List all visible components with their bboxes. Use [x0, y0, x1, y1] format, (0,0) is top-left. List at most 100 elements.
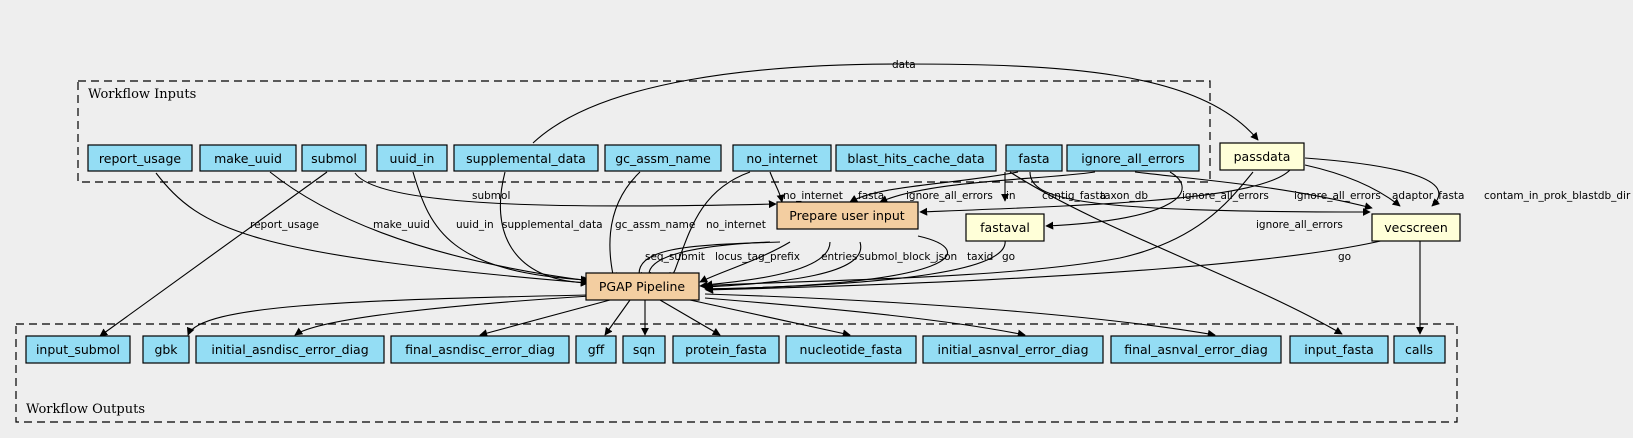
edge-label-report-usage: report_usage	[250, 219, 319, 231]
node-label: blast_hits_cache_data	[847, 151, 984, 166]
edge-label-locus-tag-prefix: locus_tag_prefix	[715, 251, 800, 263]
edge-passdata-prepare	[919, 169, 1291, 216]
node-final-asndisc-error-diag[interactable]: final_asndisc_error_diag	[390, 335, 570, 364]
edge-label-submol: submol	[472, 190, 510, 202]
workflow-inputs-label: Workflow Inputs	[88, 87, 196, 102]
node-label: uuid_in	[390, 151, 435, 166]
edge-report-usage-pgap	[155, 172, 589, 287]
workflow-outputs-cluster: Workflow Outputs	[15, 323, 1458, 423]
node-input-submol[interactable]: input_submol	[25, 335, 131, 364]
node-initial-asndisc-error-diag[interactable]: initial_asndisc_error_diag	[195, 335, 385, 364]
edge-label-taxon-db: taxon_db	[1100, 190, 1148, 202]
edge-pgap-nucleotide-fasta	[689, 299, 851, 338]
edge-submol-prepare	[354, 172, 777, 209]
edge-fasta-prepare	[849, 171, 1019, 203]
node-initial-asnval-error-diag[interactable]: initial_asnval_error_diag	[922, 335, 1104, 364]
edge-supplemental-pgap	[499, 171, 589, 287]
node-label: protein_fasta	[685, 342, 767, 357]
edge-label-seq-submit: seq_submit	[645, 251, 705, 263]
edge-vecscreen-go	[705, 239, 1386, 294]
node-calls[interactable]: calls	[1393, 335, 1446, 364]
node-label: final_asnval_error_diag	[1124, 342, 1268, 357]
workflow-inputs-cluster: Workflow Inputs	[77, 80, 1211, 183]
edge-pgap-initial-asnval	[704, 297, 1026, 338]
edge-label-ignore-fastaval: ignore_all_errors	[1182, 190, 1269, 202]
node-protein-fasta[interactable]: protein_fasta	[672, 335, 780, 364]
edge-pgap-gff	[604, 299, 631, 336]
edge-label-ignore-prepare: ignore_all_errors	[906, 190, 993, 202]
node-fasta[interactable]: fasta	[1005, 144, 1063, 172]
node-pgap-pipeline[interactable]: PGAP Pipeline	[585, 272, 700, 301]
edge-no-internet-pgap	[669, 171, 751, 281]
node-label: gff	[588, 342, 605, 357]
node-input-fasta[interactable]: input_fasta	[1289, 335, 1389, 364]
edge-label-taxid: taxid	[967, 251, 993, 263]
node-submol[interactable]: submol	[301, 144, 367, 172]
edge-gc-assm-pgap	[608, 171, 641, 281]
node-label: PGAP Pipeline	[599, 279, 686, 294]
edge-fastaval-go	[705, 239, 1006, 293]
node-final-asnval-error-diag[interactable]: final_asnval_error_diag	[1110, 335, 1282, 364]
edge-fasta-input-fasta	[1009, 171, 1343, 335]
edges: data submol no_internet fasta ignore_all…	[99, 59, 1631, 338]
node-prepare-user-input[interactable]: Prepare user input	[776, 201, 919, 230]
edge-label-ignore-pgap: ignore_all_errors	[1256, 219, 1343, 231]
node-make-uuid[interactable]: make_uuid	[199, 144, 297, 172]
node-label: initial_asnval_error_diag	[937, 342, 1088, 357]
node-no-internet[interactable]: no_internet	[732, 144, 832, 172]
workflow-outputs-label: Workflow Outputs	[26, 402, 145, 417]
edge-submol-input-submol	[99, 171, 328, 337]
node-label: supplemental_data	[466, 151, 586, 166]
edge-label-no-internet-prepare: no_internet	[783, 190, 843, 202]
node-blast-hits-cache-data[interactable]: blast_hits_cache_data	[835, 144, 997, 172]
node-label: gbk	[154, 342, 178, 357]
node-label: no_internet	[746, 151, 817, 166]
node-label: ignore_all_errors	[1081, 151, 1184, 166]
edge-pgap-initial-asndisc	[294, 295, 591, 336]
node-gc-assm-name[interactable]: gc_assm_name	[604, 144, 722, 172]
node-supplemental-data[interactable]: supplemental_data	[453, 144, 599, 172]
node-label: input_submol	[36, 342, 120, 357]
node-label: nucleotide_fasta	[800, 342, 903, 357]
node-label: submol	[311, 151, 357, 166]
node-sqn[interactable]: sqn	[622, 335, 666, 364]
edge-label-no-internet-pgap: no_internet	[706, 219, 766, 231]
node-label: passdata	[1234, 149, 1291, 164]
node-uuid-in[interactable]: uuid_in	[376, 144, 448, 172]
edge-label-data: data	[892, 59, 916, 71]
node-label: sqn	[633, 342, 655, 357]
edge-data	[532, 63, 1259, 144]
edge-label-entries: entries	[821, 251, 857, 263]
edge-ignore-fastaval	[1045, 171, 1183, 230]
edge-locus-tag	[699, 241, 791, 283]
node-label: final_asndisc_error_diag	[405, 342, 555, 357]
node-label: calls	[1405, 342, 1433, 357]
edge-label-gc-assm-name: gc_assm_name	[615, 219, 695, 231]
edge-label-adaptor-fasta: adaptor_fasta	[1392, 190, 1464, 202]
edge-pgap-final-asndisc	[479, 299, 611, 337]
node-fastaval[interactable]: fastaval	[965, 213, 1045, 242]
node-ignore-all-errors[interactable]: ignore_all_errors	[1066, 144, 1200, 172]
edge-pgap-protein-fasta	[659, 299, 721, 336]
edge-label-go-vecscreen: go	[1338, 251, 1351, 263]
edge-passdata-vecscreen-adaptor	[1304, 164, 1401, 207]
edge-label-go-fastaval: go	[1002, 251, 1015, 263]
node-nucleotide-fasta[interactable]: nucleotide_fasta	[785, 335, 917, 364]
node-passdata[interactable]: passdata	[1219, 142, 1305, 171]
edge-label-contam: contam_in_prok_blastdb_dir	[1484, 190, 1631, 202]
node-vecscreen[interactable]: vecscreen	[1371, 213, 1461, 242]
edge-entries	[704, 241, 831, 289]
edge-label-submol-block-json: submol_block_json	[859, 251, 957, 263]
node-label: make_uuid	[214, 151, 282, 166]
node-report-usage[interactable]: report_usage	[87, 144, 193, 172]
edge-seq-submit-2	[643, 241, 771, 281]
node-gff[interactable]: gff	[575, 335, 617, 364]
edge-pgap-gbk	[186, 294, 589, 336]
node-label: fasta	[1018, 151, 1049, 166]
node-label: vecscreen	[1384, 220, 1448, 235]
edge-label-in: in	[1006, 190, 1016, 202]
edge-make-uuid-pgap	[269, 171, 591, 285]
node-gbk[interactable]: gbk	[142, 335, 190, 364]
node-label: fastaval	[980, 220, 1030, 235]
node-label: input_fasta	[1304, 342, 1374, 357]
